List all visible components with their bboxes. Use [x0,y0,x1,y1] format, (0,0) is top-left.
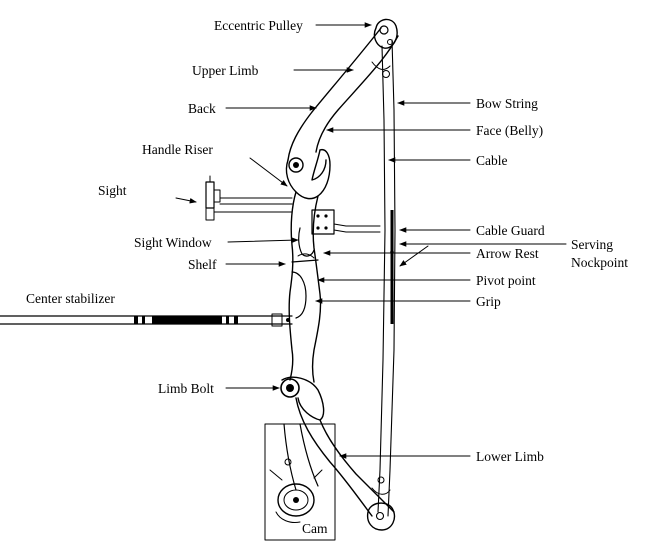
leader-lines [175,22,567,459]
label-cable: Cable [476,153,508,168]
label-shelf: Shelf [188,257,217,272]
label-cam: Cam [302,521,328,536]
cam-inset [264,423,336,541]
label-arrow-rest: Arrow Rest [476,246,539,261]
label-grip: Grip [476,294,501,309]
label-cable-guard: Cable Guard [476,223,545,238]
label-sight-window: Sight Window [134,235,212,250]
label-eccentric-pulley: Eccentric Pulley [214,18,303,33]
label-nockpoint: Nockpoint [571,255,628,270]
handle-riser-shape [285,148,331,200]
label-limb-bolt: Limb Bolt [158,381,214,396]
bow-illustration [0,18,399,541]
label-pivot-point: Pivot point [476,273,536,288]
cable-guard-shape [311,209,381,235]
label-bow-string: Bow String [476,96,538,111]
cable-shape [377,45,386,513]
label-lower-limb: Lower Limb [476,449,544,464]
label-sight: Sight [98,183,127,198]
bow-string-shape [387,39,396,517]
eccentric-pulley-shape [373,18,398,49]
center-stabilizer-shape [0,313,293,327]
label-face-belly: Face (Belly) [476,123,543,138]
label-handle-riser: Handle Riser [142,142,213,157]
label-back: Back [188,101,216,116]
labels: Eccentric Pulley Upper Limb Back Handle … [26,18,628,536]
label-upper-limb: Upper Limb [192,63,259,78]
label-center-stabilizer: Center stabilizer [26,291,115,306]
label-serving: Serving [571,237,613,252]
lower-limb-shape [295,397,373,517]
upper-limb-shape [287,27,382,161]
sight-shape [205,175,293,221]
